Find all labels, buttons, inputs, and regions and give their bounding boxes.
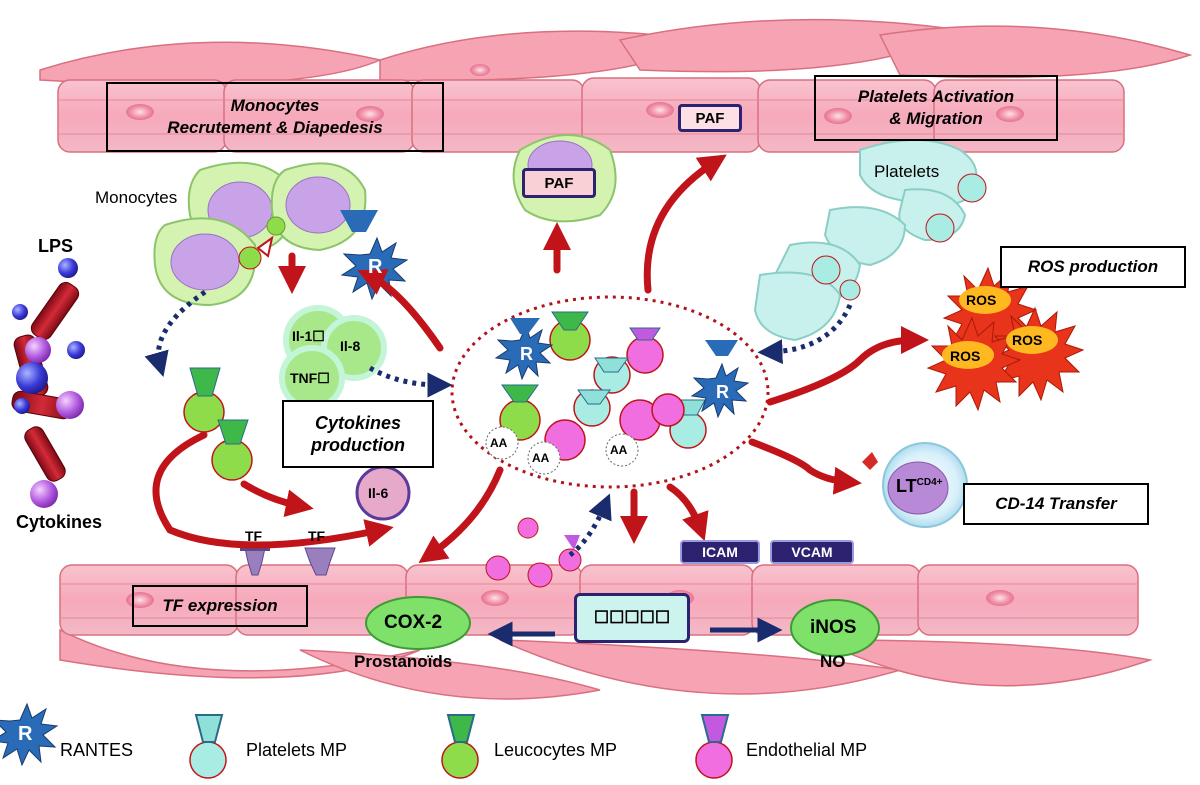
cd14-transfer-text: CD-14 Transfer bbox=[995, 494, 1117, 513]
cd14-marker bbox=[256, 235, 274, 258]
tf-label-1: TF bbox=[245, 528, 263, 544]
monocytes-recruitment-box: Monocytes Recrutement & Diapedesis bbox=[106, 82, 444, 152]
red-arrows bbox=[152, 154, 929, 564]
tf-label-2: TF bbox=[308, 528, 326, 544]
icam-pill: ICAM bbox=[680, 540, 760, 564]
cox2-oval bbox=[365, 596, 471, 650]
top-endothelium bbox=[39, 18, 1193, 153]
monocytes-cluster bbox=[153, 161, 367, 307]
cytokine-blobs bbox=[279, 305, 387, 411]
aa-label-2: AA bbox=[532, 451, 550, 465]
r-in-pool-1: R bbox=[520, 344, 533, 364]
vcam-text: VCAM bbox=[791, 544, 833, 560]
bottom-mps bbox=[485, 517, 582, 588]
r-in-pool-2: R bbox=[716, 382, 729, 402]
cd14-transfer-box: CD-14 Transfer bbox=[963, 483, 1149, 525]
ros-label-2: ROS bbox=[1012, 332, 1043, 348]
ros-production-box: ROS production bbox=[1000, 246, 1186, 288]
tnf-label: TNF☐ bbox=[290, 370, 330, 386]
paf-cell-label: PAF bbox=[522, 168, 596, 198]
aa-label-3: AA bbox=[610, 443, 628, 457]
cytokines-production-box: Cytokines production bbox=[282, 400, 434, 468]
platelets-label: Platelets bbox=[874, 162, 940, 181]
prostanoids-label: Prostanoïds bbox=[354, 652, 453, 671]
inos-oval bbox=[790, 599, 880, 657]
lt-main: LT bbox=[896, 476, 917, 496]
il8-label: Il-8 bbox=[340, 338, 361, 354]
platelets-activation-line2: & Migration bbox=[889, 109, 983, 128]
cytokines-production-line1: Cytokines bbox=[314, 413, 402, 433]
legend-platelets-mp: Platelets MP bbox=[246, 740, 348, 760]
paf-top-label: PAF bbox=[678, 104, 742, 132]
rantes-cap bbox=[340, 210, 378, 232]
cox2-label: COX-2 bbox=[384, 612, 443, 633]
lps-cytokines-cluster bbox=[11, 258, 85, 508]
tf-receptors bbox=[240, 545, 336, 576]
aa-label-1: AA bbox=[490, 436, 508, 450]
lt-sup: CD4+ bbox=[916, 477, 943, 488]
tf-expression-box: TF expression bbox=[132, 585, 308, 627]
il6-label: Il-6 bbox=[368, 485, 389, 501]
lt-label: LTCD4+ bbox=[896, 476, 943, 497]
monocytes-recruitment-line2: Recrutement & Diapedesis bbox=[167, 118, 383, 137]
platelets-activation-box: Platelets Activation & Migration bbox=[814, 75, 1058, 141]
cytokines-production-line2: production bbox=[311, 435, 405, 455]
paf-top-text: PAF bbox=[695, 109, 725, 127]
inos-label: iNOS bbox=[810, 617, 857, 638]
monocyte-mp bbox=[238, 246, 262, 270]
legend-rantes: RANTES bbox=[60, 740, 134, 760]
paf-cell-text: PAF bbox=[544, 174, 574, 192]
microparticle-pool-boundary bbox=[450, 295, 770, 489]
ros-bursts bbox=[926, 266, 1085, 412]
legend-icons bbox=[0, 702, 733, 779]
vcam-pill: VCAM bbox=[770, 540, 854, 564]
ros-label-3: ROS bbox=[950, 348, 981, 364]
ros-label-1: ROS bbox=[966, 292, 997, 308]
center-box-text: ☐☐☐☐☐ bbox=[593, 608, 671, 627]
lps-label: LPS bbox=[38, 236, 74, 256]
left-leucocyte-mps bbox=[183, 367, 253, 481]
center-box: ☐☐☐☐☐ bbox=[574, 593, 690, 643]
ros-production-text: ROS production bbox=[1027, 257, 1159, 276]
navy-dotted-arrows bbox=[144, 289, 853, 557]
tf-expression-text: TF expression bbox=[162, 596, 278, 615]
legend-leucocytes-mp: Leucocytes MP bbox=[494, 740, 618, 760]
no-label: NO bbox=[820, 652, 846, 671]
r-in-legend: R bbox=[18, 723, 33, 745]
platelet-mps bbox=[811, 173, 987, 301]
navy-solid-arrows bbox=[487, 617, 783, 647]
monocytes-label: Monocytes bbox=[95, 188, 178, 207]
legend-endothelial-mp: Endothelial MP bbox=[746, 740, 868, 760]
aa-markers bbox=[485, 426, 639, 475]
platelets-activation-line1: Platelets Activation bbox=[857, 87, 1015, 106]
microparticles-pool bbox=[494, 311, 750, 461]
cytokines-label: Cytokines bbox=[16, 512, 103, 532]
icam-text: ICAM bbox=[702, 544, 738, 560]
il1-label: Il-1☐ bbox=[292, 328, 325, 344]
r-on-monocyte: R bbox=[368, 256, 383, 278]
monocytes-recruitment-line1: Monocytes bbox=[230, 96, 320, 115]
